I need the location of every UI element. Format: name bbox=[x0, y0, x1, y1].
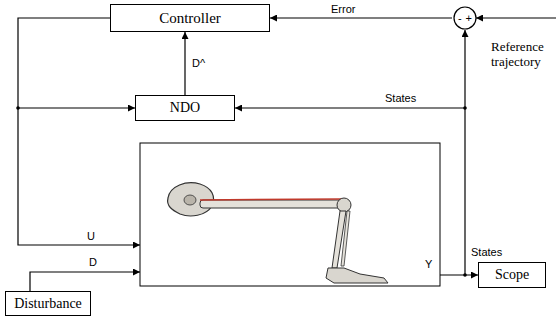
junction-circle bbox=[454, 7, 476, 29]
hip-joint bbox=[184, 195, 196, 205]
knee bbox=[337, 198, 351, 212]
signal-name: Y bbox=[424, 258, 433, 271]
input-label: Reference trajectory bbox=[490, 40, 558, 70]
disturbance-box: Disturbance bbox=[5, 291, 91, 316]
sign-symbol: - bbox=[458, 12, 462, 24]
edge-label: D^ bbox=[191, 57, 206, 70]
junction-dot bbox=[463, 106, 467, 110]
foot bbox=[326, 268, 388, 283]
feedback-wire bbox=[464, 30, 465, 275]
box-label: Scope bbox=[495, 267, 529, 283]
box-label: Controller bbox=[159, 10, 221, 27]
edge-label: Error bbox=[330, 3, 356, 16]
signal-connector bbox=[270, 17, 452, 18]
signal-name: D bbox=[88, 256, 98, 269]
scope-box: Scope bbox=[478, 262, 546, 288]
junction-dot bbox=[463, 273, 467, 277]
junction-outline bbox=[452, 6, 478, 30]
controller-box: Controller bbox=[110, 4, 270, 32]
control-input-wire bbox=[18, 108, 140, 245]
femur bbox=[200, 200, 342, 208]
signal-name: U bbox=[86, 230, 96, 243]
signal-connector bbox=[184, 32, 185, 95]
signal-label: States bbox=[470, 246, 503, 259]
reference-wire bbox=[476, 17, 556, 18]
box-label: Disturbance bbox=[14, 296, 82, 312]
disturbance-wire bbox=[30, 272, 140, 291]
sign-symbol: + bbox=[466, 12, 472, 24]
plant-box bbox=[140, 143, 440, 286]
summing-junction: -+ bbox=[452, 6, 478, 30]
box-label: NDO bbox=[170, 100, 200, 116]
thigh-line bbox=[200, 199, 342, 200]
fibula bbox=[341, 211, 350, 266]
output-wire bbox=[440, 274, 478, 275]
leg-illustration bbox=[168, 183, 388, 283]
signal-label: States bbox=[384, 92, 417, 105]
states-wire bbox=[235, 107, 465, 108]
observer-box: NDO bbox=[135, 95, 235, 121]
